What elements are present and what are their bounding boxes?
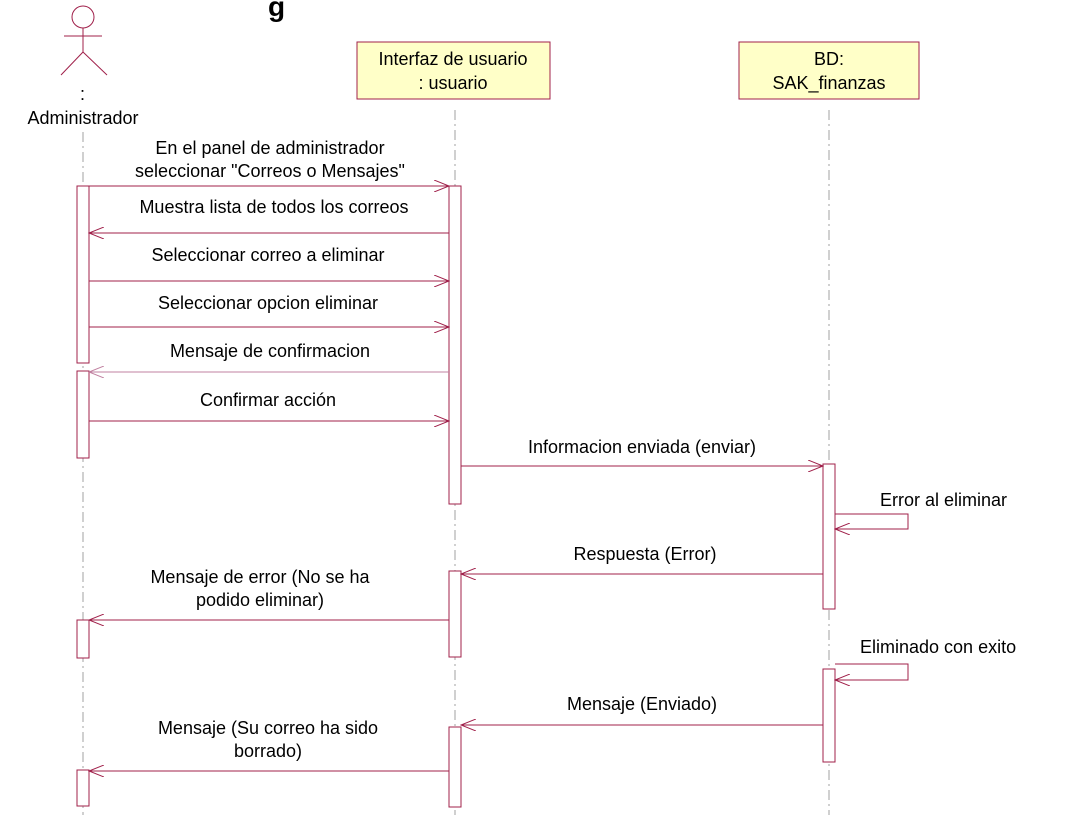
message-8-label: Error al eliminar — [880, 490, 1007, 510]
object-interfaz-usuario: Interfaz de usuario : usuario — [356, 41, 551, 100]
object-interfaz-line1: Interfaz de usuario — [378, 49, 527, 69]
message-9-label: Respuesta (Error) — [573, 544, 716, 564]
activation-admin-3 — [76, 619, 90, 659]
actor-name: Administrador — [27, 108, 138, 128]
activation-admin-2 — [76, 370, 90, 459]
activation-bd-2 — [822, 668, 836, 763]
object-interfaz-line2: : usuario — [418, 73, 487, 93]
message-13-label-line2: borrado) — [234, 741, 302, 761]
message-12-label: Mensaje (Enviado) — [567, 694, 717, 714]
message-3-label: Seleccionar correo a eliminar — [151, 245, 384, 265]
message-1-label-line2: seleccionar "Correos o Mensajes" — [135, 161, 405, 181]
message-6-label: Confirmar acción — [200, 390, 336, 410]
message-13-label-line1: Mensaje (Su correo ha sido — [158, 718, 378, 738]
message-11-label: Eliminado con exito — [860, 637, 1016, 657]
message-10-label-line1: Mensaje de error (No se ha — [150, 567, 370, 587]
message-10-label-line2: podido eliminar) — [196, 590, 324, 610]
object-bd-line2: SAK_finanzas — [772, 73, 885, 94]
activation-interfaz-3 — [448, 726, 462, 808]
actor-colon: : — [80, 84, 85, 104]
message-1-label-line1: En el panel de administrador — [155, 138, 384, 158]
activation-admin-4 — [76, 769, 90, 807]
message-8-arrow — [835, 513, 909, 529]
object-bd-line1: BD: — [814, 49, 844, 69]
message-2-label: Muestra lista de todos los correos — [139, 197, 408, 217]
activation-interfaz-2 — [448, 570, 462, 658]
activation-bd-1 — [822, 463, 836, 610]
diagram-title-fragment: g — [268, 0, 285, 22]
activation-admin-1 — [76, 185, 90, 364]
actor-icon — [60, 5, 108, 76]
activation-interfaz-1 — [448, 185, 462, 505]
message-7-label: Informacion enviada (enviar) — [528, 437, 756, 457]
message-5-label: Mensaje de confirmacion — [170, 341, 370, 361]
message-4-label: Seleccionar opcion eliminar — [158, 293, 378, 313]
object-bd-sak-finanzas: BD: SAK_finanzas — [738, 41, 920, 100]
message-11-arrow — [835, 663, 909, 680]
